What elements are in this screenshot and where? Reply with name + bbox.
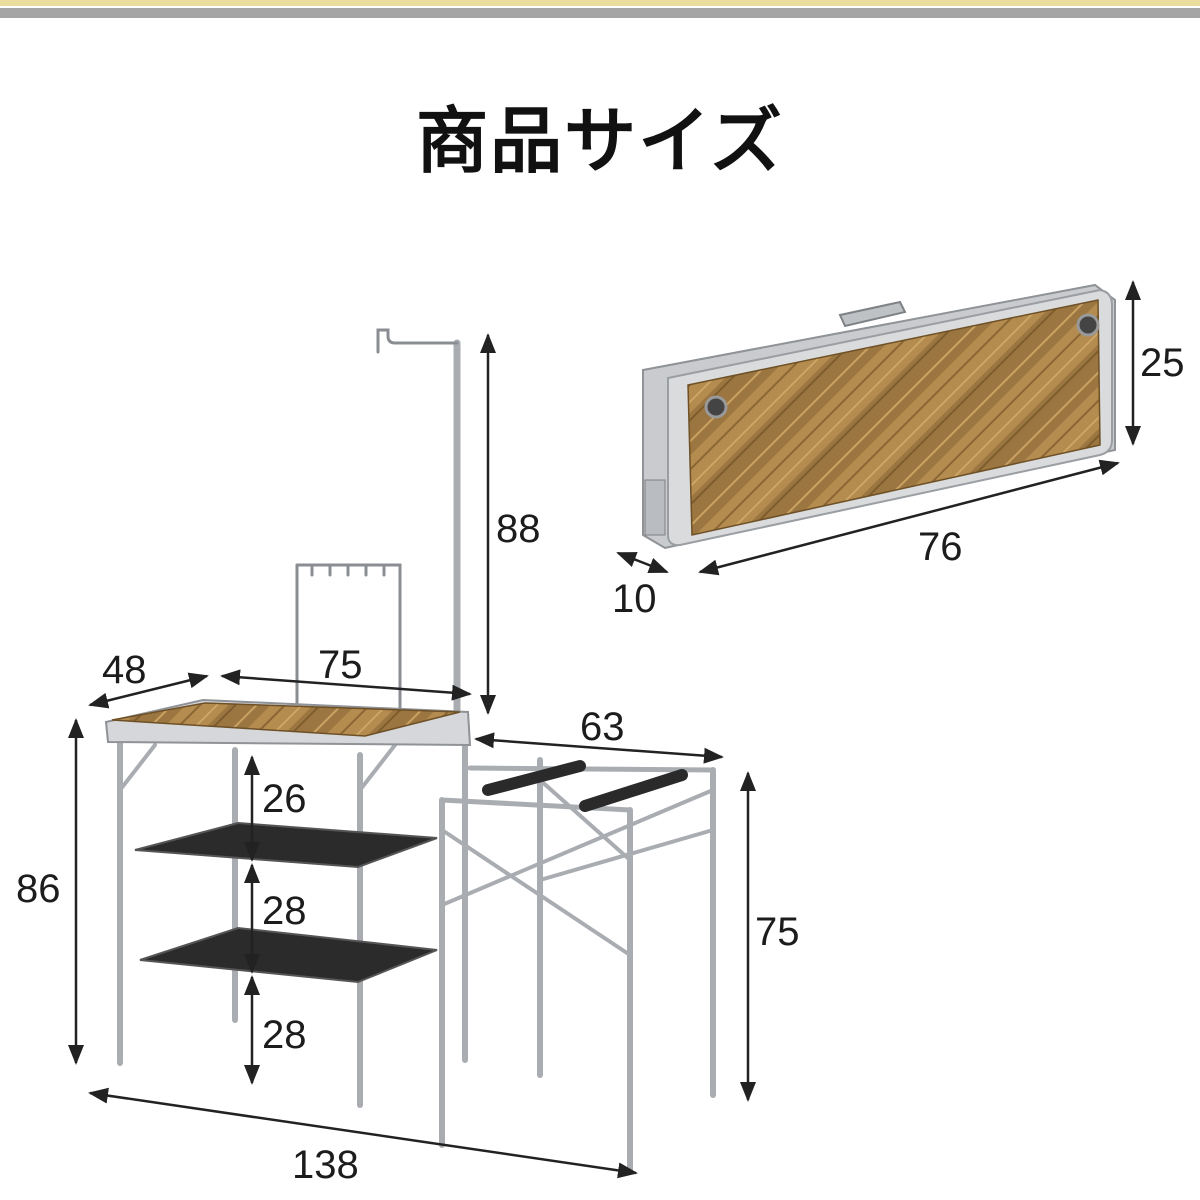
case-depth-label: 10 bbox=[612, 577, 657, 621]
table-depth-label: 48 bbox=[102, 648, 147, 692]
rack-height-label: 75 bbox=[755, 910, 800, 954]
kitchen-table bbox=[117, 328, 716, 1173]
case-height-label: 25 bbox=[1140, 341, 1185, 385]
case-width-label: 76 bbox=[918, 525, 963, 569]
table-width-label: 75 bbox=[318, 643, 363, 687]
pole-height-label: 88 bbox=[496, 507, 541, 551]
upper-mesh-shelf bbox=[134, 821, 438, 869]
page-title: 商品サイズ bbox=[416, 99, 784, 183]
shelf-gap-bottom-label: 28 bbox=[262, 1013, 307, 1057]
total-width-label: 138 bbox=[292, 1143, 359, 1187]
tabletop bbox=[104, 698, 472, 747]
lower-mesh-shelf bbox=[139, 926, 438, 984]
top-rule bbox=[0, 8, 1200, 18]
top-accent-band bbox=[0, 0, 1200, 6]
shelf-gap-mid-label: 28 bbox=[262, 889, 307, 933]
shelf-gap-top-label: 26 bbox=[262, 777, 307, 821]
folded-case bbox=[642, 283, 1116, 550]
total-height-label: 86 bbox=[16, 867, 61, 911]
side-rack-width-label: 63 bbox=[580, 705, 625, 749]
